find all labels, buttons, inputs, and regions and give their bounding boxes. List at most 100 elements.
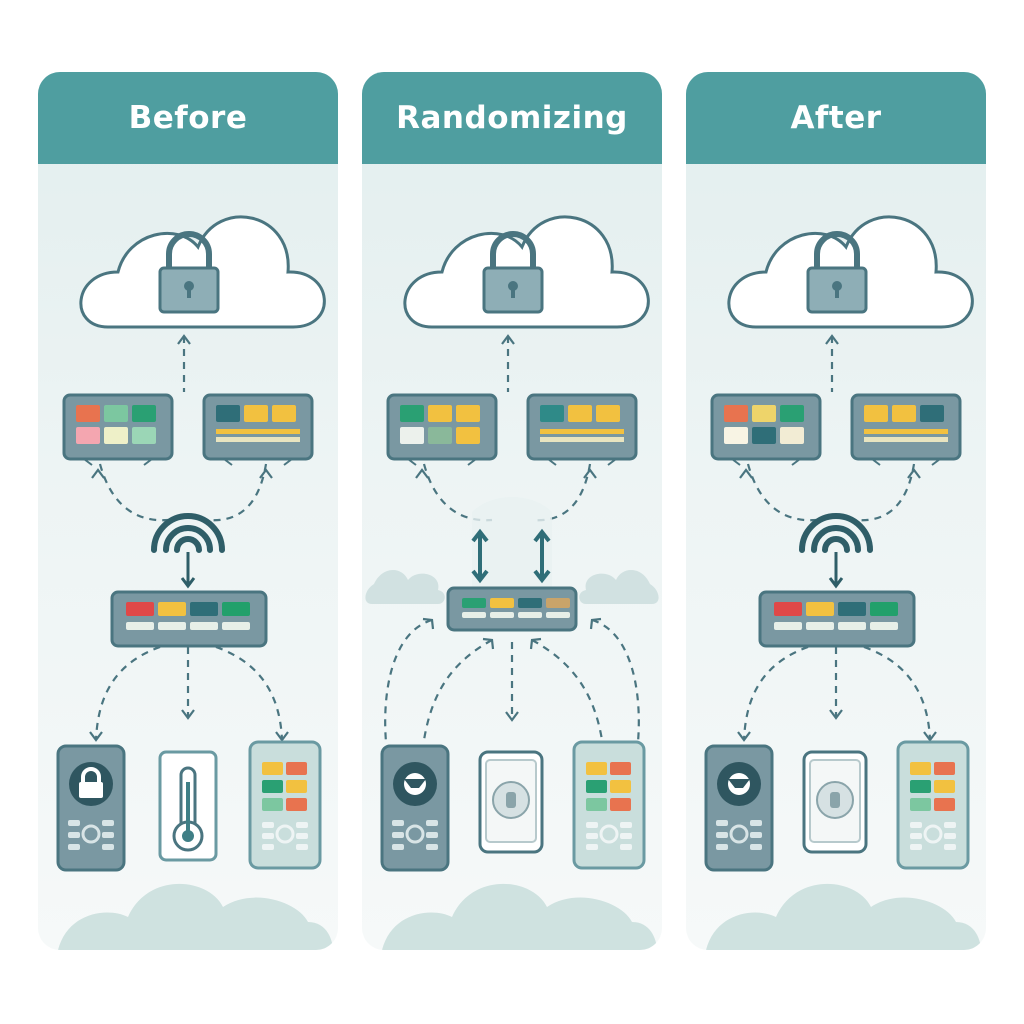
keypad-key <box>392 832 404 838</box>
arrow-head <box>89 731 103 742</box>
keypad-key <box>910 822 922 828</box>
panel-before: Before <box>38 72 338 950</box>
arrow-head <box>180 577 196 589</box>
grid-icon <box>262 762 307 811</box>
arrow-head <box>415 468 429 479</box>
keypad-key <box>102 832 114 838</box>
keypad-key <box>392 820 404 826</box>
status-light <box>546 612 570 618</box>
color-block <box>780 427 804 444</box>
phone-device <box>56 744 126 872</box>
arrow-head <box>829 709 843 720</box>
panel-header: Before <box>38 72 338 164</box>
arrow-head <box>505 711 519 722</box>
arrow-head <box>482 637 495 650</box>
keypad-key <box>750 820 762 826</box>
color-block <box>920 405 944 422</box>
wifi-icon <box>799 513 873 553</box>
color-block <box>428 427 452 444</box>
ground-cloud <box>58 883 333 950</box>
keypad-key <box>716 832 728 838</box>
lock-icon <box>69 762 113 806</box>
color-block <box>104 427 128 444</box>
bridge-right <box>526 393 638 466</box>
smart-lock-device <box>478 750 544 854</box>
stripe <box>216 429 300 434</box>
grid-phone-device <box>248 740 322 870</box>
keypad-key <box>296 822 308 828</box>
color-block <box>724 427 748 444</box>
router-hub <box>758 590 916 648</box>
keypad-button <box>923 824 943 844</box>
cloud-icon <box>403 215 650 329</box>
keypad-key <box>262 822 274 828</box>
status-light <box>870 602 898 616</box>
color-block <box>752 405 776 422</box>
keypad-key <box>716 844 728 850</box>
keypad-key <box>910 833 922 839</box>
color-block <box>456 405 480 422</box>
status-light <box>490 598 514 608</box>
arrow-head <box>533 569 551 584</box>
keypad-button <box>275 824 295 844</box>
burst-cloud <box>579 569 659 604</box>
stripe <box>540 437 624 442</box>
status-light <box>806 602 834 616</box>
keypad-key <box>426 832 438 838</box>
status-light <box>838 602 866 616</box>
keypad-key <box>392 844 404 850</box>
arrow-head <box>583 468 597 479</box>
keypad-key <box>68 844 80 850</box>
status-light <box>462 612 486 618</box>
keypad-key <box>716 820 728 826</box>
status-light <box>190 602 218 616</box>
keypad-key <box>296 844 308 850</box>
masked-icon <box>717 762 761 806</box>
keypad-key <box>426 820 438 826</box>
stripe <box>864 437 948 442</box>
smart-lock-device <box>802 750 868 854</box>
arrow-head <box>181 709 195 720</box>
keypad-key <box>620 844 632 850</box>
arrow-head <box>533 528 551 543</box>
arrow-head <box>737 731 751 742</box>
keypad-key <box>296 833 308 839</box>
keypad-key <box>750 832 762 838</box>
keypad-key <box>68 832 80 838</box>
panel-title: Before <box>128 100 248 136</box>
cloud-icon <box>727 215 974 329</box>
dashed-link <box>422 639 493 741</box>
color-block <box>272 405 296 422</box>
color-block <box>132 427 156 444</box>
stripe <box>216 437 300 442</box>
panel-randomizing: Randomizing <box>362 72 662 950</box>
color-block <box>428 405 452 422</box>
masked-icon <box>393 762 437 806</box>
color-block <box>400 405 424 422</box>
bridge-left <box>710 393 822 466</box>
color-block <box>216 405 240 422</box>
color-block <box>864 405 888 422</box>
dashed-link <box>742 645 809 741</box>
thermostat-device <box>158 750 218 862</box>
status-light <box>190 622 218 630</box>
arrow-head <box>825 334 839 345</box>
status-light <box>838 622 866 630</box>
keypad-key <box>68 820 80 826</box>
status-light <box>518 598 542 608</box>
color-block <box>540 405 564 422</box>
burst-glow <box>472 497 552 592</box>
color-block <box>244 405 268 422</box>
status-light <box>774 602 802 616</box>
lock-icon <box>806 231 868 314</box>
burst-cloud <box>365 569 445 604</box>
lock-icon <box>158 231 220 314</box>
keypad-button <box>405 824 425 844</box>
arrow-head <box>907 468 921 479</box>
router-hub <box>446 586 578 632</box>
keypad-key <box>910 844 922 850</box>
keypad-key <box>944 844 956 850</box>
status-light <box>126 622 154 630</box>
lock-icon <box>816 781 854 819</box>
arrow-head <box>529 637 542 650</box>
